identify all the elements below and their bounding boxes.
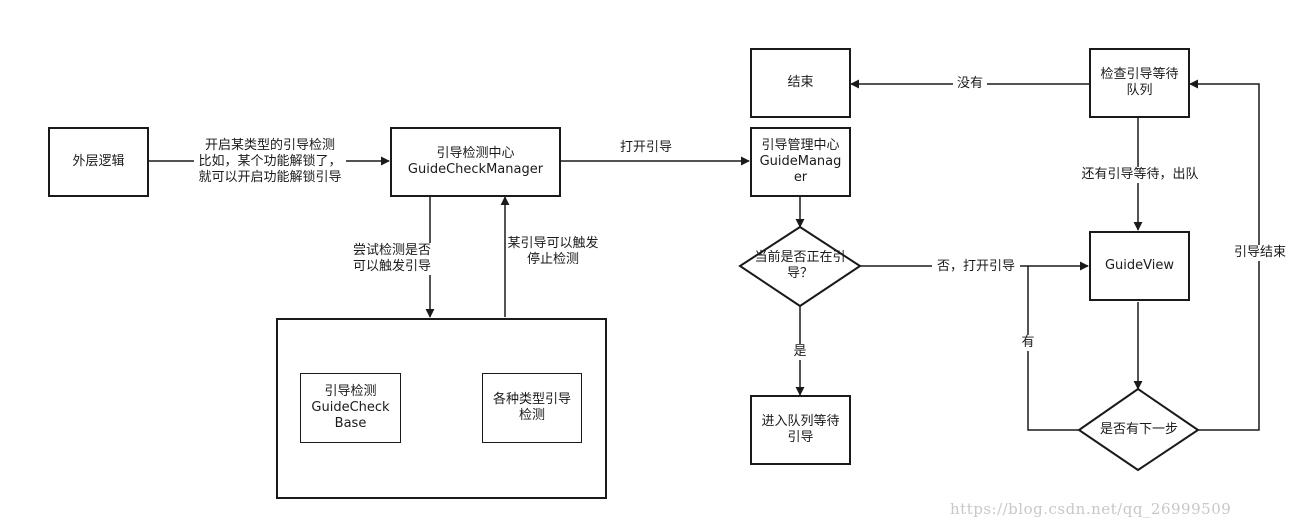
label-yes: 是 <box>789 344 811 360</box>
node-guide-check-base: 引导检测 GuideCheck Base <box>300 373 401 443</box>
label-trigger-stop: 某引导可以触发 停止检测 <box>506 236 600 268</box>
node-various-checks: 各种类型引导 检测 <box>482 373 582 443</box>
watermark: https://blog.csdn.net/qq_26999509 <box>950 500 1232 518</box>
node-end: 结束 <box>750 48 851 118</box>
label-has: 有 <box>1018 335 1038 351</box>
label-open-guide: 打开引导 <box>612 140 680 156</box>
decision-diamond-is-guiding <box>738 225 862 308</box>
label-try-check: 尝试检测是否 可以触发引导 <box>345 243 431 275</box>
label-none: 没有 <box>953 76 987 92</box>
edge-hasnext-loop-back <box>1027 266 1079 431</box>
node-check-queue: 检查引导等待 队列 <box>1089 48 1190 118</box>
node-enter-queue: 进入队列等待 引导 <box>750 395 851 465</box>
decision-diamond-has-next <box>1077 387 1200 472</box>
node-outer-logic: 外层逻辑 <box>48 127 149 197</box>
label-has-waiting: 还有引导等待，出队 <box>1077 167 1203 183</box>
node-guide-manager: 引导管理中心 GuideManag er <box>750 127 851 197</box>
label-guide-end: 引导结束 <box>1230 245 1290 261</box>
label-no-open-guide: 否，打开引导 <box>932 259 1020 275</box>
node-guide-view: GuideView <box>1089 231 1190 301</box>
node-guide-check-manager: 引导检测中心 GuideCheckManager <box>390 127 561 197</box>
label-start-check: 开启某类型的引导检测 比如，某个功能解锁了， 就可以开启功能解锁引导 <box>194 138 346 186</box>
decision-text-has-next: 是否有下一步 <box>1099 422 1178 437</box>
decision-text-is-guiding: 当前是否正在引 导？ <box>754 250 846 281</box>
